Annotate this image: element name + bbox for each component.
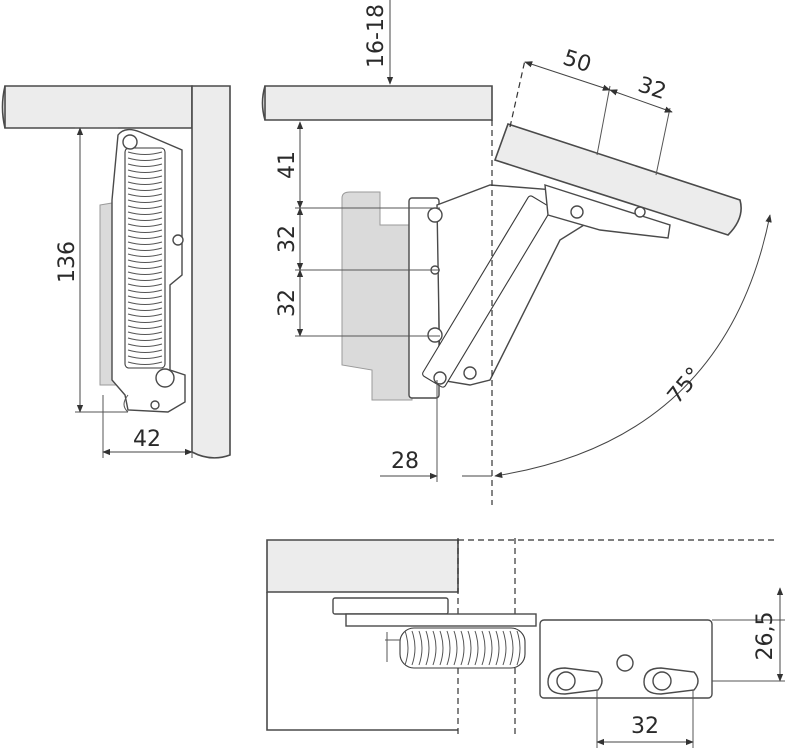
- dimension-16-18: 16-18: [364, 4, 389, 68]
- dimension-136: 136: [55, 241, 80, 283]
- view-closed: 136 42: [1, 85, 231, 459]
- dimension-28: 28: [391, 449, 419, 474]
- pivot-screw: [427, 327, 443, 343]
- top-view-spring: [399, 627, 526, 669]
- angle-arc: [494, 214, 772, 479]
- pivot-screw: [463, 366, 477, 380]
- dimension-26-5: 26,5: [753, 612, 778, 661]
- pivot-screw: [427, 207, 443, 223]
- mount-screw: [172, 234, 184, 246]
- mount-screw: [150, 400, 160, 410]
- pivot-screw: [433, 371, 447, 385]
- cabinet-top-board: [4, 85, 193, 129]
- cabinet-top-board-open: [264, 85, 493, 121]
- dimension-32-lower: 32: [275, 289, 300, 317]
- dimension-41: 41: [275, 151, 300, 179]
- pivot-screw: [122, 134, 138, 150]
- top-view-arm: [345, 613, 537, 627]
- gas-spring-closed: [124, 147, 166, 369]
- view-open: 16-18 41 32 32 28 50 32 75°: [261, 0, 772, 505]
- top-view-bracket: [332, 597, 449, 615]
- top-view-panel: [266, 539, 459, 593]
- dimension-50: 50: [560, 46, 594, 78]
- pivot-screw: [570, 205, 584, 219]
- ghost-mechanism: [341, 191, 413, 401]
- mount-screw: [634, 206, 646, 218]
- mount-hole: [616, 654, 634, 672]
- dimension-42: 42: [133, 427, 161, 452]
- spring-anchor: [155, 368, 175, 388]
- cabinet-side-wall: [191, 85, 231, 459]
- dimension-32-bottom: 32: [631, 714, 659, 739]
- dimension-32-upper: 32: [275, 225, 300, 253]
- view-top: 26,5 32: [266, 538, 785, 748]
